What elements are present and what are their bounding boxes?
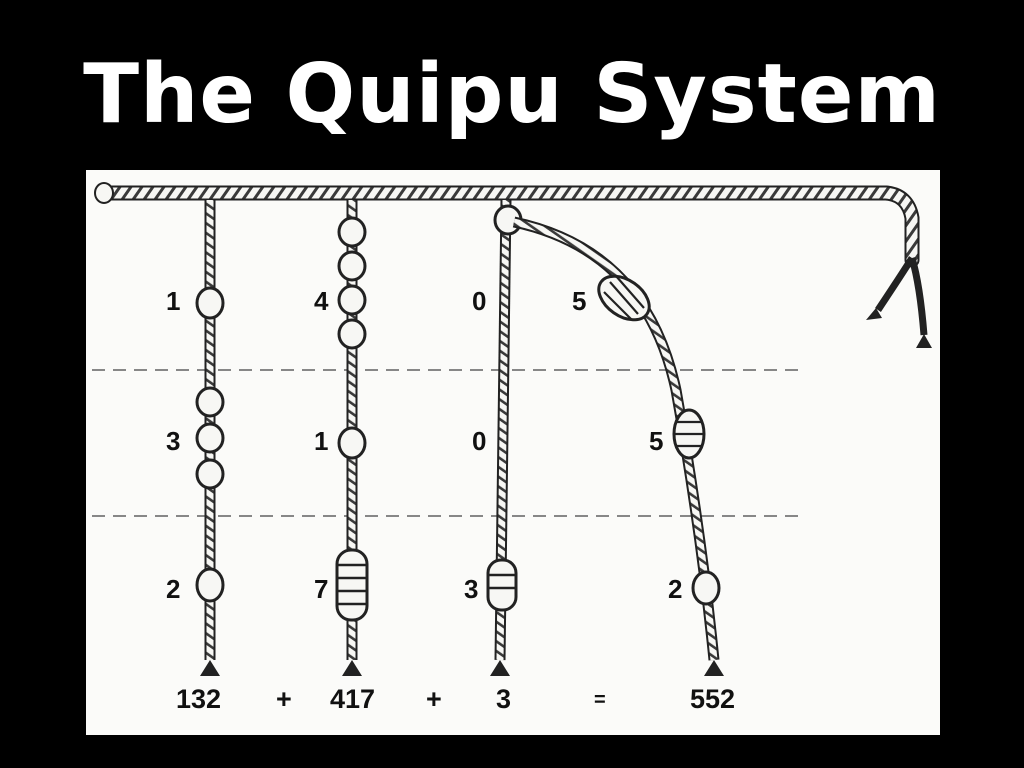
knot	[195, 458, 225, 490]
cord-4-tens: 5	[649, 426, 663, 456]
cord-1-ones: 2	[166, 574, 180, 604]
knot	[337, 216, 367, 248]
pendant-cord-4	[512, 216, 724, 676]
cord-1-tens: 3	[166, 426, 180, 456]
cord-4-hundreds: 5	[572, 286, 586, 316]
cord-3-tens: 0	[472, 426, 486, 456]
knot	[337, 284, 367, 316]
knot	[337, 318, 367, 350]
plus-sign-2: +	[426, 684, 442, 714]
long-knot	[486, 558, 518, 612]
cord-3-hundreds: 0	[472, 286, 486, 316]
cord-2-tens: 1	[314, 426, 328, 456]
sum-term-1: 132	[176, 684, 221, 714]
quipu-illustration: 1 3 2 4 1 7 0 0 3 5 5 2 132 + 417 + 3 = …	[86, 170, 940, 735]
cord-1-hundreds: 1	[166, 286, 180, 316]
plus-sign-1: +	[276, 684, 292, 714]
pendant-cord-1	[195, 200, 225, 676]
pendant-cord-2	[335, 200, 369, 676]
cord-2-ones: 7	[314, 574, 328, 604]
long-knot	[335, 548, 369, 622]
knot	[337, 426, 367, 460]
equals-sign: =	[594, 689, 606, 711]
cord-4-ones: 2	[668, 574, 682, 604]
knot	[337, 250, 367, 282]
slide-title: The Quipu System	[83, 47, 941, 142]
knot	[195, 422, 225, 454]
cord-2-hundreds: 4	[314, 286, 329, 316]
sum-result: 552	[690, 684, 735, 714]
cord-3-ones: 3	[464, 574, 478, 604]
sum-term-2: 417	[330, 684, 375, 714]
knot	[195, 567, 225, 603]
knot	[195, 386, 225, 418]
sum-term-3: 3	[496, 684, 511, 714]
knot	[195, 286, 225, 320]
main-cord	[94, 182, 932, 348]
pendant-cord-3	[486, 199, 523, 676]
knot	[691, 570, 721, 606]
